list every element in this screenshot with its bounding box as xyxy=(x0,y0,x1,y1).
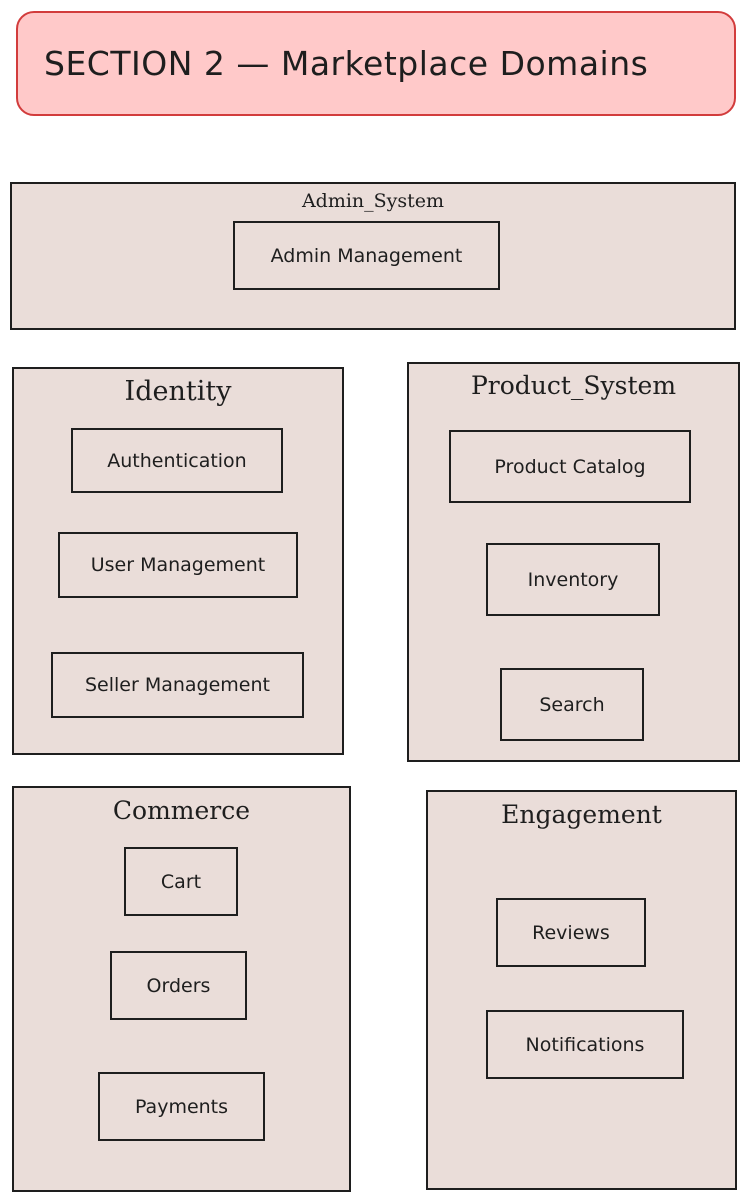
node-search: Search xyxy=(500,668,644,741)
node-admin-management: Admin Management xyxy=(233,221,500,290)
group-admin-system: Admin_System xyxy=(10,182,736,330)
section-title: SECTION 2 — Marketplace Domains xyxy=(44,44,649,83)
group-engagement: Engagement xyxy=(426,790,737,1190)
node-notifications: Notifications xyxy=(486,1010,684,1079)
group-commerce-label: Commerce xyxy=(112,796,251,825)
node-payments: Payments xyxy=(98,1072,265,1141)
node-user-management: User Management xyxy=(58,532,298,598)
node-cart: Cart xyxy=(124,847,238,916)
node-authentication: Authentication xyxy=(71,428,283,493)
group-identity-label: Identity xyxy=(124,376,232,407)
node-orders: Orders xyxy=(110,951,247,1020)
node-reviews: Reviews xyxy=(496,898,646,967)
node-inventory: Inventory xyxy=(486,543,660,616)
section-title-banner: SECTION 2 — Marketplace Domains xyxy=(16,11,736,116)
node-product-catalog: Product Catalog xyxy=(449,430,691,503)
group-admin-system-label: Admin_System xyxy=(301,190,445,212)
node-seller-management: Seller Management xyxy=(51,652,304,718)
group-product-system-label: Product_System xyxy=(470,371,677,400)
group-engagement-label: Engagement xyxy=(501,800,662,829)
